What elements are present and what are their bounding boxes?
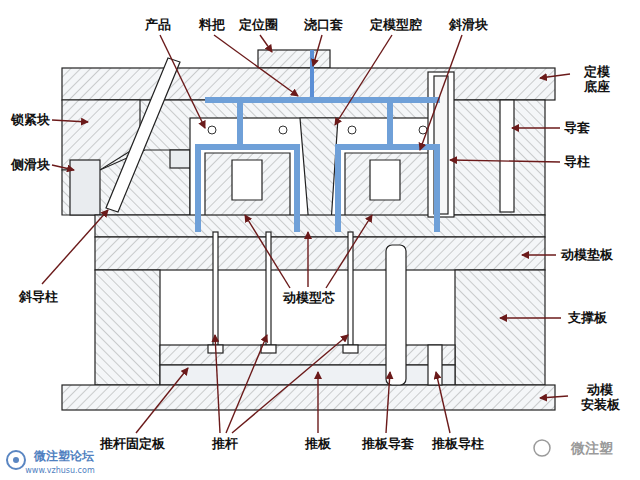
part-label: 锁紧块: [10, 113, 51, 128]
part-label: 料把: [198, 18, 226, 33]
leader-lines: [42, 35, 570, 433]
part-label: 产品: [144, 18, 172, 33]
part-label: 定模型腔: [369, 18, 423, 33]
part-label: 定位圈: [238, 18, 279, 33]
part-label: 支撑板: [567, 311, 608, 326]
part-label: 定模 底座: [580, 65, 613, 95]
part-label: 推杆: [211, 437, 239, 452]
part-label: 动模型芯: [282, 291, 336, 306]
part-label: 导柱: [563, 155, 591, 170]
part-label: 导套: [563, 121, 591, 136]
part-label: 浇口套: [303, 18, 344, 33]
part-label: 推板导套: [361, 437, 415, 452]
part-label: 动模 安装板: [577, 383, 623, 413]
part-label: 动模垫板: [560, 248, 614, 263]
part-label: 侧滑块: [10, 158, 51, 173]
watermark: www.vzhusu.com: [24, 466, 95, 475]
part-label: 斜滑块: [448, 18, 489, 33]
part-label: 推杆固定板: [99, 437, 166, 452]
watermark: 微注塑: [570, 440, 614, 456]
part-label: 推板: [304, 437, 332, 452]
watermark: 微注塑论坛: [33, 450, 95, 464]
part-label: 斜导柱: [18, 290, 59, 305]
part-label: 推板导柱: [431, 437, 485, 452]
